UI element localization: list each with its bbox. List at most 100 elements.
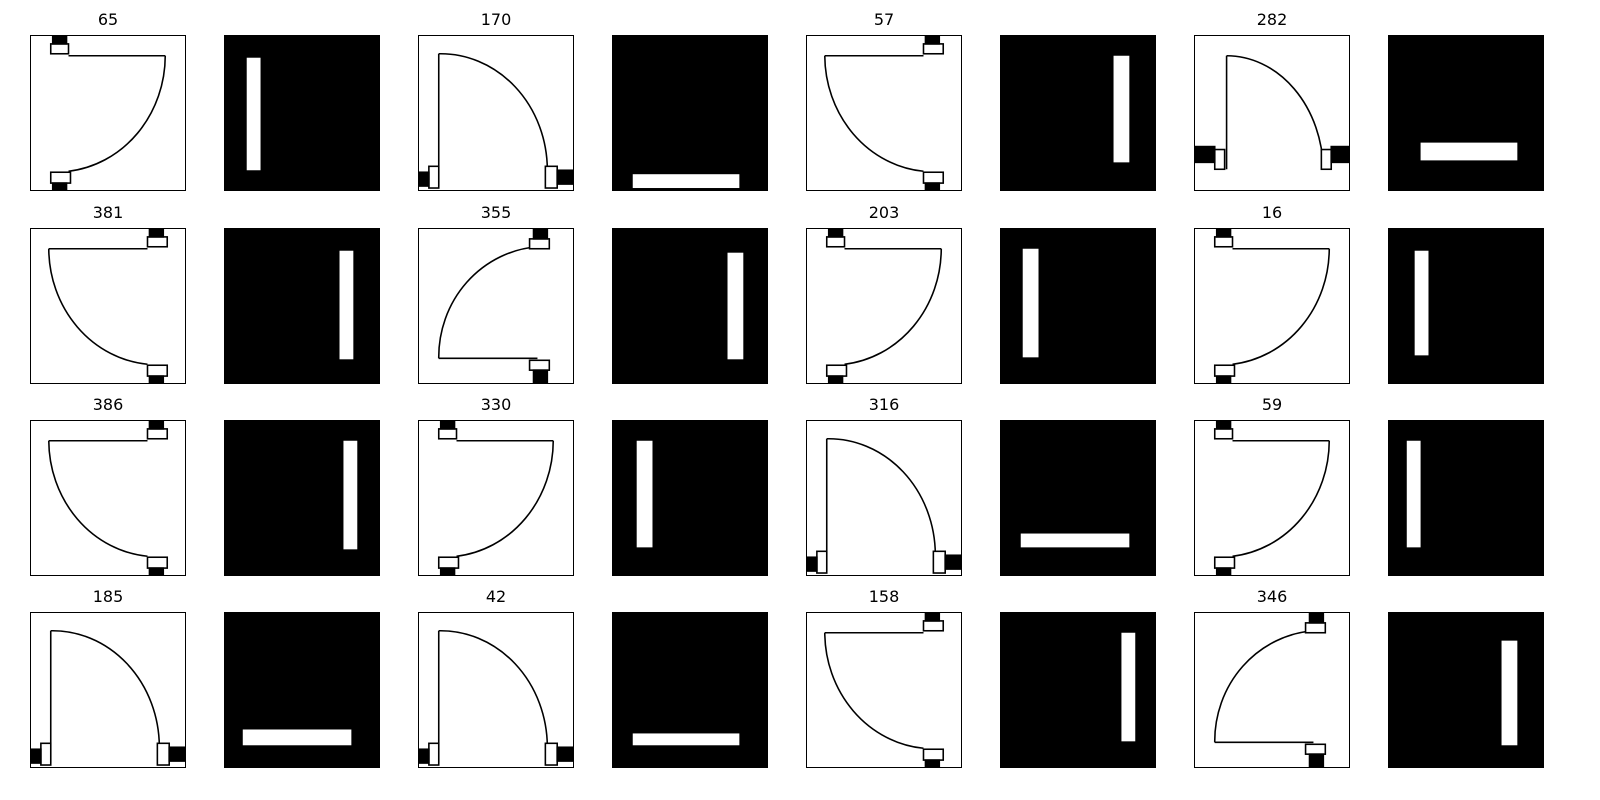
mask-bar bbox=[1121, 632, 1136, 742]
wall-block bbox=[1195, 145, 1216, 164]
door-symbol bbox=[825, 229, 943, 383]
door-mask-panel bbox=[1388, 420, 1544, 576]
door-drawing-panel bbox=[418, 420, 574, 576]
door-jamb bbox=[922, 748, 945, 761]
door-drawing-panel bbox=[418, 35, 574, 191]
door-symbol bbox=[31, 629, 185, 766]
door-symbol bbox=[47, 421, 169, 575]
wall-block bbox=[419, 171, 430, 187]
door-swing-arc bbox=[438, 52, 549, 170]
door-mask-panel bbox=[224, 420, 380, 576]
door-drawing-panel bbox=[1194, 420, 1350, 576]
panel-title: 185 bbox=[92, 587, 124, 606]
wall-block bbox=[1215, 229, 1232, 238]
wall-block bbox=[419, 748, 430, 764]
wall-block bbox=[1215, 421, 1232, 430]
door-drawing-panel bbox=[30, 420, 186, 576]
mask-bar bbox=[632, 733, 740, 746]
mask-bar bbox=[1406, 440, 1421, 548]
door-jamb bbox=[146, 556, 169, 569]
door-symbol bbox=[419, 629, 573, 766]
door-mask-panel bbox=[612, 35, 768, 191]
wall-block bbox=[1330, 145, 1349, 164]
door-jamb bbox=[1213, 148, 1226, 171]
door-jamb bbox=[932, 550, 946, 574]
mask-image bbox=[636, 440, 653, 548]
mask-image bbox=[1121, 632, 1136, 742]
door-symbol bbox=[1195, 54, 1349, 171]
door-mask-panel bbox=[612, 612, 768, 768]
door-symbol bbox=[437, 229, 551, 383]
door-mask-panel bbox=[224, 612, 380, 768]
door-jamb bbox=[437, 428, 458, 440]
mask-image bbox=[343, 440, 358, 550]
door-mask-panel bbox=[224, 35, 380, 191]
door-drawing-panel bbox=[30, 35, 186, 191]
wall-block bbox=[556, 169, 573, 185]
door-jamb bbox=[1304, 743, 1327, 755]
panel-title: 170 bbox=[480, 10, 512, 29]
wall-block bbox=[1308, 613, 1325, 624]
door-jamb bbox=[1213, 556, 1236, 569]
door-swing-arc bbox=[1213, 629, 1314, 743]
panel-title: 386 bbox=[92, 395, 124, 414]
mask-image bbox=[1113, 55, 1130, 163]
door-drawing-panel bbox=[418, 228, 574, 384]
panel-title: 42 bbox=[485, 587, 507, 606]
door-jamb bbox=[825, 364, 848, 377]
mask-bar bbox=[339, 250, 354, 360]
door-mask-panel bbox=[1000, 420, 1156, 576]
mask-image bbox=[1020, 533, 1130, 548]
door-mask-panel bbox=[1000, 612, 1156, 768]
door-jamb bbox=[544, 165, 558, 189]
door-drawing-panel bbox=[806, 228, 962, 384]
mask-bar bbox=[246, 57, 261, 171]
door-swing-arc bbox=[1232, 248, 1331, 366]
wall-block bbox=[827, 229, 844, 238]
door-symbol bbox=[1213, 421, 1331, 575]
door-swing-arc bbox=[823, 55, 924, 173]
door-jamb bbox=[428, 165, 440, 189]
door-mask-panel bbox=[1388, 35, 1544, 191]
wall-block bbox=[439, 567, 456, 575]
door-jamb bbox=[146, 428, 169, 440]
mask-bar bbox=[1501, 640, 1518, 746]
door-swing-arc bbox=[47, 248, 148, 366]
door-mask-panel bbox=[612, 420, 768, 576]
panel-title: 381 bbox=[92, 203, 124, 222]
door-jamb bbox=[49, 43, 70, 55]
door-drawing-panel bbox=[806, 420, 962, 576]
mask-bar bbox=[343, 440, 358, 550]
mask-image bbox=[1414, 250, 1429, 356]
mask-image bbox=[727, 252, 744, 360]
mask-image bbox=[246, 57, 261, 171]
mask-image bbox=[1501, 640, 1518, 746]
panel-title: 316 bbox=[868, 395, 900, 414]
door-swing-arc bbox=[47, 440, 148, 558]
door-swing-arc bbox=[437, 245, 538, 359]
door-jamb bbox=[1213, 364, 1236, 377]
panel-title: 16 bbox=[1261, 203, 1283, 222]
door-jamb bbox=[1213, 428, 1234, 440]
panel-title: 346 bbox=[1256, 587, 1288, 606]
wall-block bbox=[148, 229, 165, 238]
door-swing-arc bbox=[1226, 54, 1325, 170]
door-jamb bbox=[528, 359, 551, 371]
mask-image bbox=[1406, 440, 1421, 548]
door-symbol bbox=[823, 36, 945, 190]
door-symbol bbox=[1213, 229, 1331, 383]
door-jamb bbox=[1320, 148, 1333, 171]
door-drawing-panel bbox=[30, 228, 186, 384]
door-drawing-panel bbox=[30, 612, 186, 768]
door-jamb bbox=[922, 620, 945, 632]
wall-block bbox=[1215, 375, 1232, 383]
door-swing-arc bbox=[823, 632, 924, 750]
mask-bar bbox=[727, 252, 744, 360]
panel-title: 158 bbox=[868, 587, 900, 606]
wall-block bbox=[556, 746, 573, 762]
wall-block bbox=[924, 613, 941, 622]
mask-image bbox=[1420, 142, 1518, 161]
wall-block bbox=[168, 746, 185, 762]
door-mask-panel bbox=[224, 228, 380, 384]
